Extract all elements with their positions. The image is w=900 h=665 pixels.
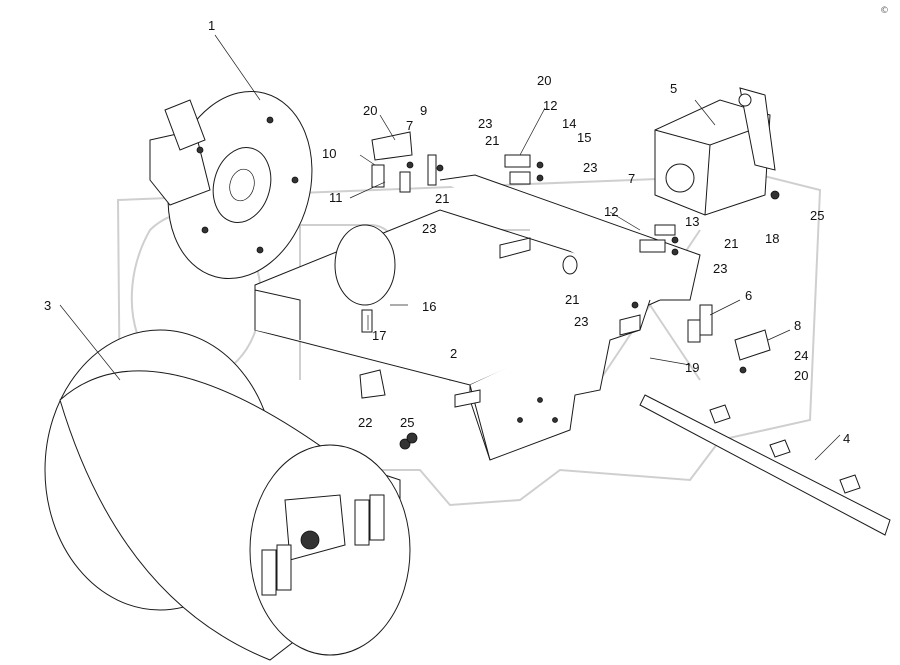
part-housing-box xyxy=(654,87,776,216)
corner-mark: © xyxy=(880,6,889,16)
callout-22: 22 xyxy=(358,415,372,430)
part-flange-disc xyxy=(149,90,313,280)
callout-5: 5 xyxy=(670,81,677,96)
callout-7: 7 xyxy=(406,118,413,133)
part-roller-drum xyxy=(44,329,411,661)
callout-10: 10 xyxy=(322,146,336,161)
callout-25: 25 xyxy=(400,415,414,430)
callout-16: 16 xyxy=(422,299,436,314)
callout-12: 12 xyxy=(604,204,618,219)
callout-23: 23 xyxy=(713,261,727,276)
small-parts xyxy=(361,131,780,450)
callout-13: 13 xyxy=(685,214,699,229)
callout-23: 23 xyxy=(574,314,588,329)
callout-11: 11 xyxy=(329,190,343,205)
callout-6: 6 xyxy=(745,288,752,303)
callout-21: 21 xyxy=(435,191,449,206)
part-scraper-bar xyxy=(639,394,891,536)
callout-20: 20 xyxy=(537,73,551,88)
callout-12: 12 xyxy=(543,98,557,113)
callout-15: 15 xyxy=(577,130,591,145)
callout-23: 23 xyxy=(478,116,492,131)
callout-18: 18 xyxy=(765,231,779,246)
leader-lines xyxy=(59,34,841,461)
callout-20: 20 xyxy=(363,103,377,118)
callout-14: 14 xyxy=(562,116,576,131)
callout-labels: 1 20 9 7 23 21 10 11 21 23 20 12 14 15 2… xyxy=(44,18,850,446)
callout-4: 4 xyxy=(843,431,850,446)
callout-8: 8 xyxy=(794,318,801,333)
callout-21: 21 xyxy=(724,236,738,251)
callout-25: 25 xyxy=(810,208,824,223)
callout-23: 23 xyxy=(583,160,597,175)
callout-3: 3 xyxy=(44,298,51,313)
callout-17: 17 xyxy=(372,328,386,343)
callout-21: 21 xyxy=(485,133,499,148)
callout-24: 24 xyxy=(794,348,808,363)
callout-23: 23 xyxy=(422,221,436,236)
callout-2: 2 xyxy=(450,346,457,361)
callout-9: 9 xyxy=(420,103,427,118)
callout-20: 20 xyxy=(794,368,808,383)
callout-21: 21 xyxy=(565,292,579,307)
callout-19: 19 xyxy=(685,360,699,375)
callout-7: 7 xyxy=(628,171,635,186)
callout-1: 1 xyxy=(208,18,215,33)
part-main-frame xyxy=(254,174,701,461)
